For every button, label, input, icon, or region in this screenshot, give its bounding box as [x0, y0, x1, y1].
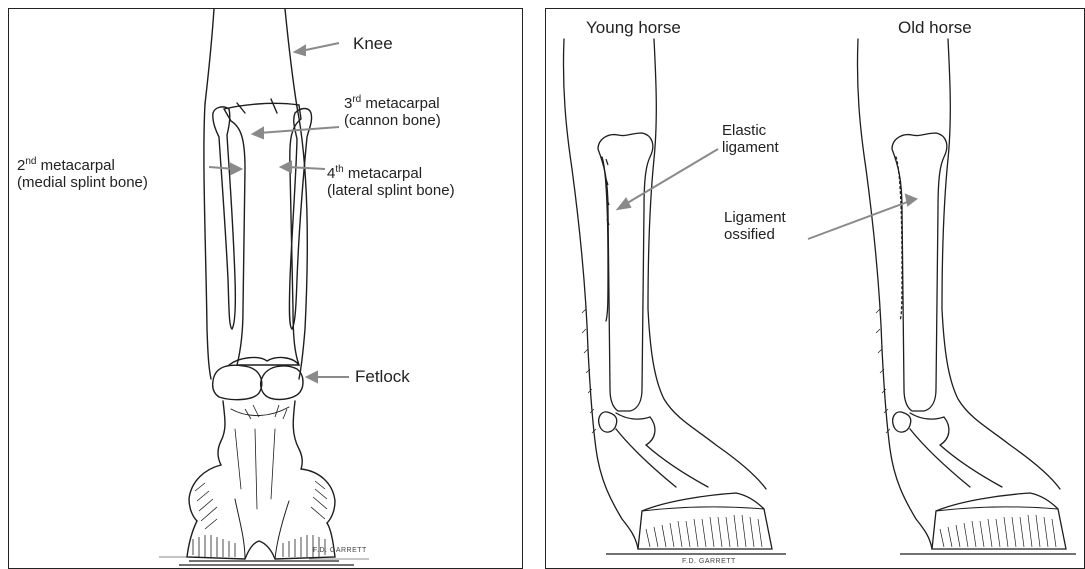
- medial-splint-bone: [213, 107, 236, 329]
- young-fetlock: [599, 412, 617, 432]
- third-metacarpal-name: metacarpal: [361, 95, 439, 112]
- fourth-metacarpal-label: 4th metacarpal (lateral splint bone): [327, 165, 455, 199]
- fourth-metacarpal-arrow: [287, 167, 325, 169]
- elastic-ligament-line1: Elastic: [722, 122, 766, 139]
- coronet: [189, 465, 221, 521]
- old-pastern: [910, 429, 1002, 487]
- front-leg-drawing: [9, 9, 522, 568]
- third-metacarpal-label: 3rd metacarpal (cannon bone): [344, 95, 441, 129]
- knee-label: Knee: [353, 35, 393, 52]
- medial-splint-label: (medial splint bone): [17, 174, 148, 191]
- young-cannon-bone: [598, 133, 653, 411]
- fourth-metacarpal-name: metacarpal: [344, 165, 422, 182]
- ligament-ossified-line1: Ligament: [724, 209, 786, 226]
- old-horse-label: Old horse: [898, 19, 972, 36]
- ligament-ossified-arrow: [808, 201, 910, 239]
- knee-arrow: [301, 43, 339, 51]
- old-leg-front-outline: [857, 39, 932, 549]
- lateral-splint-label: (lateral splint bone): [327, 182, 455, 199]
- side-comparison-panel: Young horse Old horse Elastic ligament L…: [545, 8, 1085, 569]
- old-cannon-bone: [892, 133, 947, 411]
- artist-signature-left: F.D. GARRETT: [313, 547, 367, 554]
- front-leg-panel: Knee 3rd metacarpal (cannon bone) 2nd me…: [8, 8, 523, 569]
- third-metacarpal-ordinal: rd: [352, 94, 361, 105]
- pastern: [218, 401, 225, 465]
- cannon-bone: [224, 103, 301, 365]
- ligament-ossified-line2: ossified: [724, 226, 775, 243]
- elastic-ligament-arrow: [624, 149, 718, 205]
- cannon-bone-label: (cannon bone): [344, 112, 441, 129]
- second-metacarpal-ordinal: nd: [25, 156, 36, 167]
- side-comparison-drawing: [546, 9, 1084, 568]
- fetlock-sesamoid-left: [213, 365, 262, 399]
- ligament-ossified-label: Ligament ossified: [724, 209, 786, 243]
- young-horse-label: Young horse: [586, 19, 681, 36]
- elastic-ligament-line2: ligament: [722, 139, 779, 156]
- fetlock-sesamoid-right: [261, 366, 303, 400]
- young-leg-front-outline: [563, 39, 638, 549]
- forearm-outline: [205, 9, 214, 104]
- second-metacarpal-name: metacarpal: [36, 157, 114, 174]
- second-metacarpal-label: 2nd metacarpal (medial splint bone): [17, 157, 148, 191]
- fetlock-label: Fetlock: [355, 368, 410, 385]
- third-metacarpal-arrow: [259, 127, 339, 133]
- young-pastern: [616, 429, 708, 487]
- artist-signature-right: F.D. GARRETT: [682, 558, 736, 565]
- old-fetlock: [893, 412, 911, 432]
- old-leg-back-outline: [942, 39, 1060, 489]
- fourth-metacarpal-ordinal: th: [335, 164, 343, 175]
- elastic-ligament-label: Elastic ligament: [722, 122, 779, 156]
- young-leg-back-outline: [648, 39, 766, 489]
